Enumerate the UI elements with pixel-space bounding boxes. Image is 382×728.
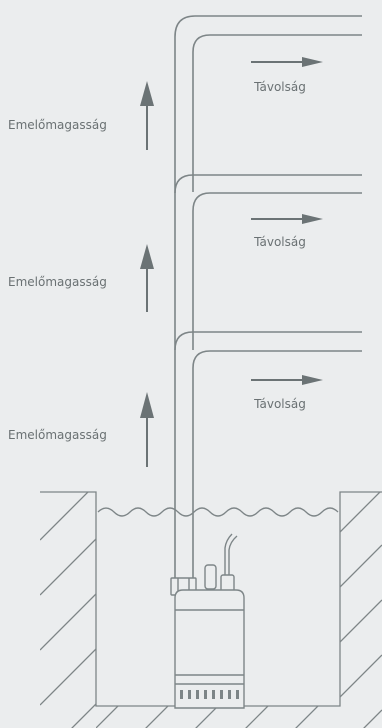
pipe-network xyxy=(174,15,362,580)
head-label-3: Emelőmagasság xyxy=(8,428,107,442)
right-arrow-icon xyxy=(251,375,323,385)
power-cable xyxy=(228,535,238,576)
head-label-2: Emelőmagasság xyxy=(8,275,107,289)
water-wave-icon xyxy=(97,507,339,517)
head-label-1: Emelőmagasság xyxy=(8,118,107,132)
right-arrow-icon xyxy=(251,214,323,224)
power-cable xyxy=(224,533,233,576)
ground-hatch-icon xyxy=(40,491,382,728)
pipe-inner-top xyxy=(192,34,362,192)
pipe-branch-2 xyxy=(174,331,362,351)
distance-arrows xyxy=(251,57,323,385)
distance-label-1: Távolság xyxy=(254,80,306,94)
pipe-inner-mid xyxy=(192,192,362,350)
up-arrow-icon xyxy=(140,244,154,312)
distance-label-3: Távolság xyxy=(254,397,306,411)
head-arrows xyxy=(140,81,154,467)
pump-inlet-slots xyxy=(180,690,239,699)
pipe-inner-wall xyxy=(192,350,362,580)
right-arrow-icon xyxy=(251,57,323,67)
pipe-outer-top xyxy=(174,15,362,193)
submersible-pump-icon xyxy=(170,533,245,709)
up-arrow-icon xyxy=(140,81,154,150)
up-arrow-icon xyxy=(140,392,154,467)
distance-label-2: Távolság xyxy=(254,235,306,249)
pump-body xyxy=(174,589,245,709)
pump-handle xyxy=(204,564,217,590)
